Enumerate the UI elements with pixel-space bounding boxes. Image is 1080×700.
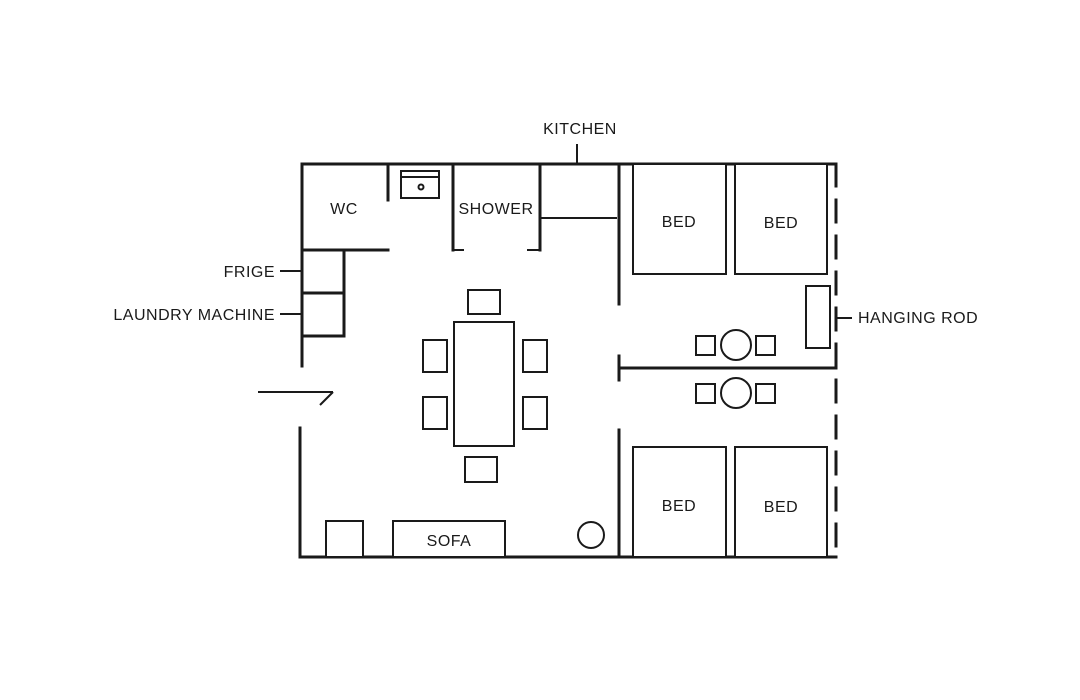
wc-room: WC bbox=[300, 162, 390, 252]
bed-bottom-right bbox=[734, 446, 828, 558]
door-swing-mark bbox=[319, 391, 334, 406]
table-set-top-table bbox=[720, 329, 752, 361]
bed-top-right bbox=[734, 163, 828, 275]
table-set-bottom-chair-right bbox=[755, 383, 776, 404]
sink-drain bbox=[417, 183, 425, 191]
table-set-bottom-chair-left bbox=[695, 383, 716, 404]
bedroom-table-sets bbox=[695, 329, 776, 409]
table-set-top-chair-left bbox=[695, 335, 716, 356]
armchair bbox=[325, 520, 364, 558]
sink bbox=[400, 170, 440, 199]
hanging-rod-unit bbox=[805, 285, 831, 349]
sofa bbox=[392, 520, 506, 558]
appliances: FRIGE LAUNDRY MACHINE bbox=[113, 248, 346, 338]
dining-chair-left-2 bbox=[422, 396, 448, 430]
dining-chair-left-1 bbox=[422, 339, 448, 373]
dining-chair-right-1 bbox=[522, 339, 548, 373]
sofa-label: SOFA bbox=[427, 533, 472, 550]
round-side-table bbox=[577, 521, 605, 549]
entrance-door bbox=[258, 391, 334, 406]
bed-bottom-left bbox=[632, 446, 727, 558]
dining-chair-bottom bbox=[464, 456, 498, 483]
bed-top-left bbox=[632, 163, 727, 275]
dining-set bbox=[422, 289, 548, 483]
table-set-bottom-table bbox=[720, 377, 752, 409]
table-set-top-chair-right bbox=[755, 335, 776, 356]
bedroom-partitions bbox=[617, 162, 838, 559]
shower-room: SHOWER bbox=[451, 162, 542, 252]
bed-bottom-right-label: BED bbox=[764, 499, 798, 516]
dining-table bbox=[453, 321, 515, 447]
dining-chair-right-2 bbox=[522, 396, 548, 430]
bed-top-left-label: BED bbox=[662, 214, 696, 231]
dining-chair-top bbox=[467, 289, 501, 315]
wc-label: WC bbox=[330, 201, 358, 218]
hanging-rod-label: HANGING ROD bbox=[858, 310, 978, 327]
shower-label: SHOWER bbox=[459, 201, 534, 218]
bed-top-right-label: BED bbox=[764, 215, 798, 232]
bed-bottom-left-label: BED bbox=[662, 498, 696, 515]
kitchen-label: KITCHEN bbox=[543, 121, 617, 138]
beds: BED BED BED BED bbox=[632, 163, 828, 558]
laundry-machine-label: LAUNDRY MACHINE bbox=[113, 307, 275, 324]
hanging-rod: HANGING ROD bbox=[805, 285, 978, 349]
kitchen: KITCHEN bbox=[540, 121, 617, 219]
living-area: SOFA bbox=[325, 520, 605, 558]
frige-label: FRIGE bbox=[224, 264, 275, 281]
